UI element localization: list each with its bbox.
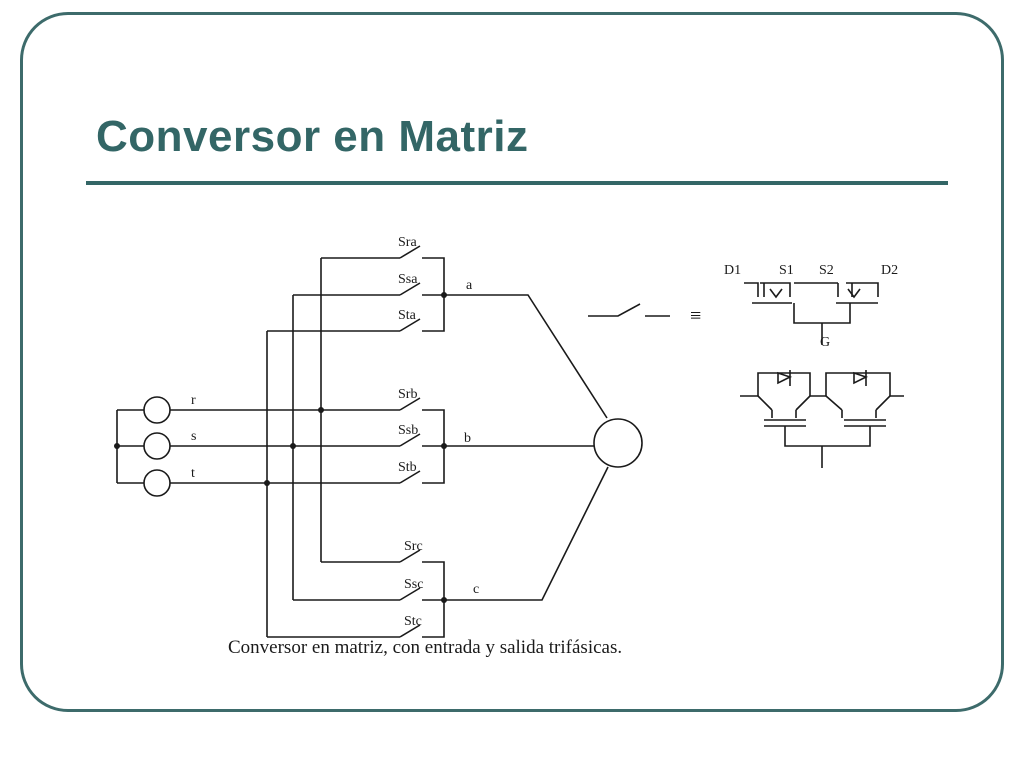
- output-label-b: b: [464, 431, 471, 446]
- output-collectors: [422, 257, 445, 638]
- label-s1: S1: [779, 263, 794, 278]
- switch-label-srb: Srb: [398, 387, 417, 402]
- label-s2: S2: [819, 263, 834, 278]
- label-d2: D2: [881, 263, 898, 278]
- input-sources: [116, 396, 171, 497]
- switch-label-sta: Sta: [398, 308, 417, 323]
- switch-label-ssa: Ssa: [398, 272, 418, 287]
- igbt-bidirectional-switch-icon: [740, 370, 904, 468]
- switch-label-ssb: Ssb: [398, 423, 418, 438]
- slide-title: Conversor en Matriz: [96, 112, 529, 161]
- phase-label-s: s: [191, 429, 196, 444]
- switch-label-src: Src: [404, 539, 423, 554]
- switch-symbol-icon: [588, 303, 670, 317]
- source-r-icon: [143, 396, 171, 424]
- output-label-c: c: [473, 582, 479, 597]
- output-lines: [444, 294, 609, 601]
- phase-label-t: t: [191, 466, 195, 481]
- input-lines: [170, 409, 400, 484]
- source-t-icon: [143, 469, 171, 497]
- mosfet-bidirectional-switch-icon: [744, 282, 879, 345]
- phase-label-r: r: [191, 393, 196, 408]
- label-gate: G: [820, 335, 830, 350]
- switch-blades: [399, 245, 421, 638]
- load-motor-icon: [593, 418, 643, 468]
- diagram-caption: Conversor en matriz, con entrada y salid…: [228, 637, 623, 658]
- label-d1: D1: [724, 263, 741, 278]
- switch-label-stb: Stb: [398, 460, 417, 475]
- title-divider: [86, 181, 948, 185]
- junction-dots: [114, 292, 447, 603]
- source-s-icon: [143, 432, 171, 460]
- equivalence-symbol: ≡: [690, 305, 701, 327]
- switch-label-sra: Sra: [398, 235, 417, 250]
- slide-frame: [20, 12, 1004, 712]
- switch-label-ssc: Ssc: [404, 577, 423, 592]
- output-label-a: a: [466, 278, 473, 293]
- switch-label-stc: Stc: [404, 614, 422, 629]
